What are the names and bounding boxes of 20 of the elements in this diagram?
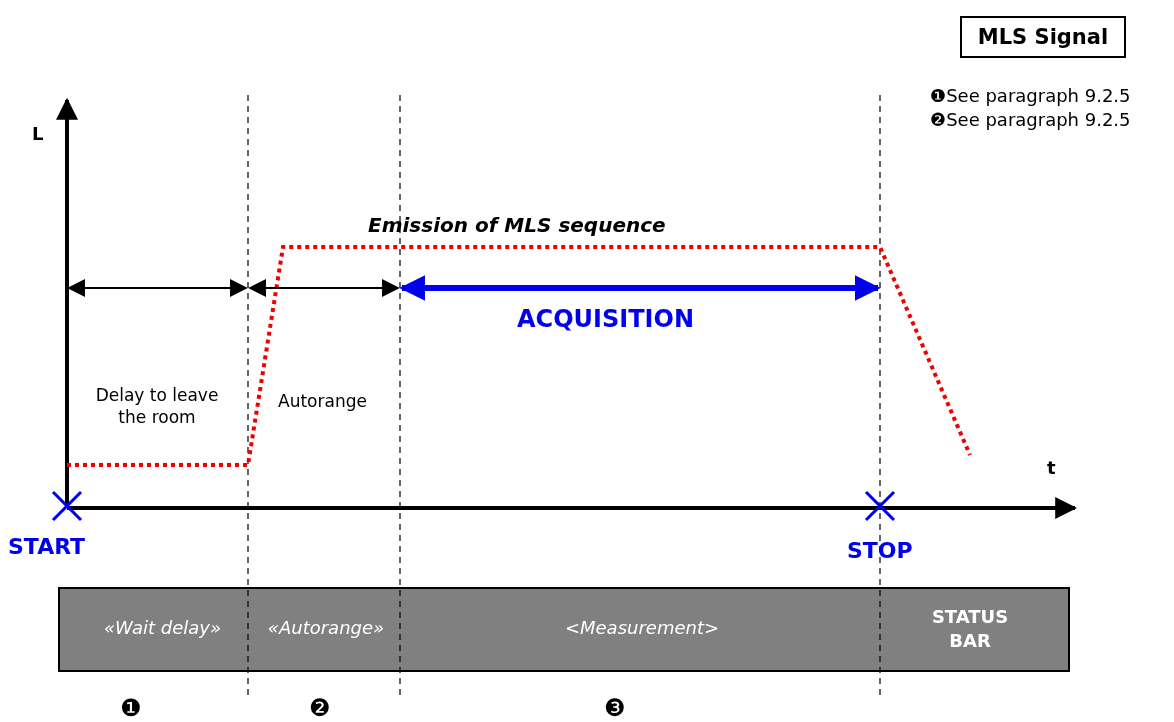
bar-segment-label: «Autorange»: [266, 617, 386, 638]
title-box: [960, 16, 1126, 58]
axis-label: L: [32, 122, 44, 146]
marker-label: STOP: [847, 537, 913, 565]
bar-segment-label: «Wait delay»: [103, 617, 222, 638]
axis-label: t: [1047, 456, 1056, 480]
title-text: MLS Signal: [976, 24, 1110, 51]
phase-label: Delay to leave the room: [94, 384, 220, 429]
callout-number: ❷: [309, 693, 331, 722]
phase-label: Autorange: [278, 390, 367, 413]
marker-label: START: [8, 533, 86, 561]
note-text: ❷See paragraph 9.2.5: [930, 108, 1131, 132]
bar-segment-label: <Measurement>: [563, 617, 721, 638]
phase-label: ACQUISITION: [517, 304, 694, 335]
signal-label: Emission of MLS sequence: [368, 212, 666, 238]
callout-number: ❶: [120, 693, 142, 722]
note-text: ❶See paragraph 9.2.5: [930, 84, 1131, 108]
callout-number: ❸: [604, 693, 626, 722]
bar-segment-label: STATUS BAR: [930, 605, 1010, 653]
status-bar: [58, 587, 1070, 672]
